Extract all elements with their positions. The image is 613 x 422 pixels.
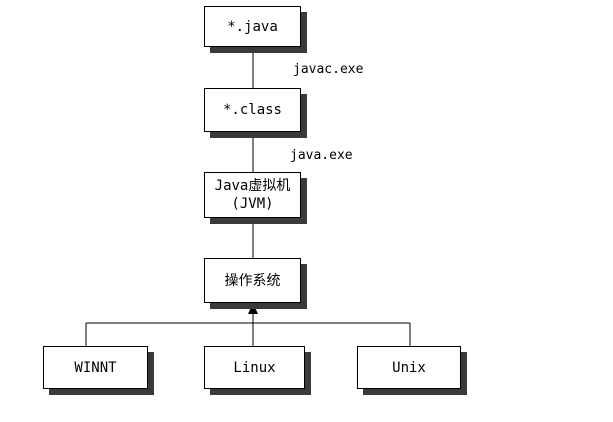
arrowhead-up — [248, 303, 258, 314]
node-winnt-label: WINNT — [74, 359, 117, 376]
node-linux: Linux — [204, 346, 305, 389]
node-class-file-label: *.class — [222, 102, 282, 118]
node-java-source: *.java — [204, 6, 301, 47]
node-jvm-label-line1: Java虚拟机 — [214, 178, 291, 194]
node-unix-label: Unix — [392, 359, 426, 376]
edge-label-compile: javac.exe — [293, 62, 364, 77]
node-os: 操作系统 — [204, 258, 301, 303]
node-winnt: WINNT — [43, 346, 148, 389]
node-unix: Unix — [357, 346, 461, 389]
edge-label-run: java.exe — [290, 148, 353, 163]
node-os-label: 操作系统 — [224, 272, 281, 289]
node-jvm: Java虚拟机 (JVM) — [204, 172, 301, 218]
node-class-file: *.class — [204, 88, 301, 132]
node-linux-label: Linux — [233, 359, 276, 376]
node-jvm-label-line2: (JVM) — [231, 196, 274, 212]
node-java-source-label: *.java — [227, 18, 278, 35]
